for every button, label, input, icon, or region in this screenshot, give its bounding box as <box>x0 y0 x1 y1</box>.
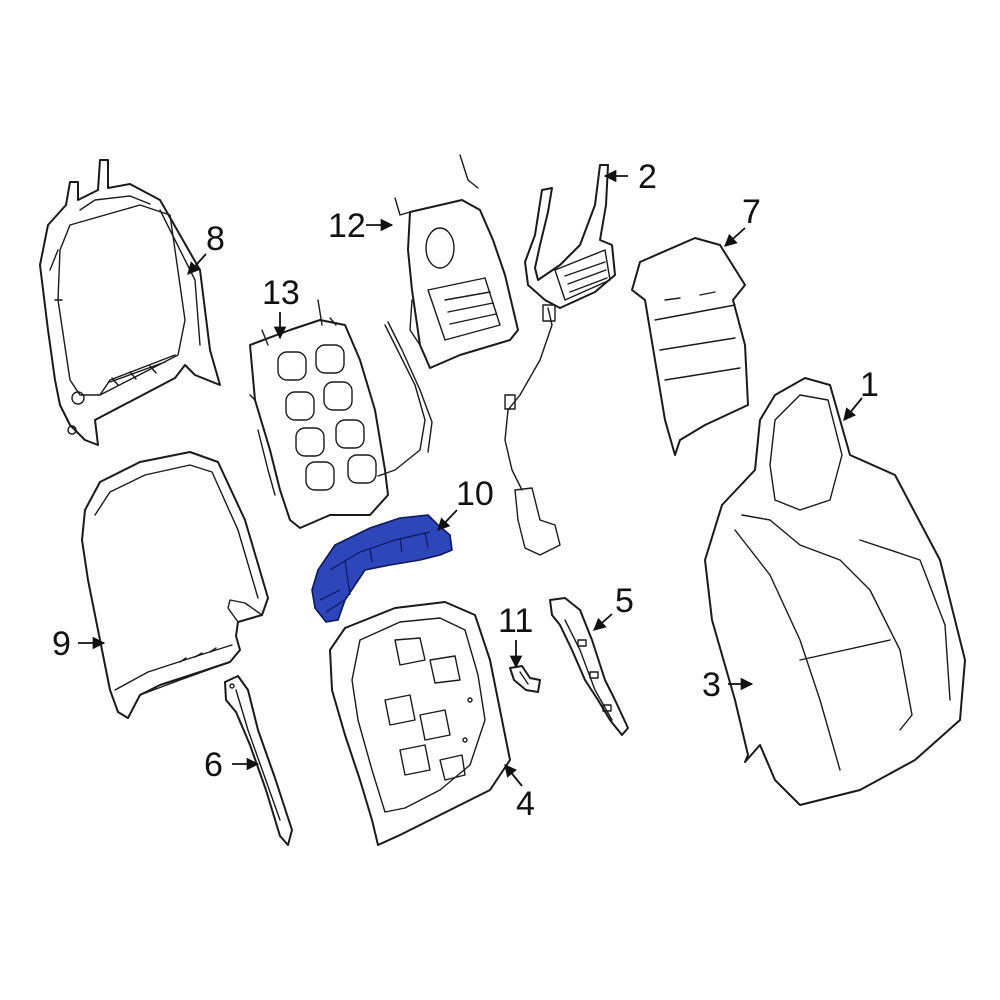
leader-8 <box>187 253 207 275</box>
part-4-seatback-cushion <box>329 601 511 846</box>
leader-1 <box>843 397 863 421</box>
callout-5: 5 <box>615 582 634 620</box>
callout-2: 2 <box>638 158 657 196</box>
part-5-side-bracket <box>549 597 629 736</box>
leader-4 <box>504 764 523 787</box>
part-7-back-pad <box>631 237 749 456</box>
part-12-module-assembly <box>394 154 519 369</box>
callout-6: 6 <box>204 746 223 784</box>
callout-10: 10 <box>456 475 494 513</box>
part-11-clip <box>509 665 541 693</box>
leader-10 <box>437 509 458 531</box>
callout-labels: 1 2 3 4 5 6 7 8 9 10 11 12 13 <box>52 158 879 823</box>
callout-12: 12 <box>328 207 366 245</box>
callout-4: 4 <box>516 785 535 823</box>
callout-leaders <box>78 169 863 787</box>
part-13-lumbar-mat <box>249 299 389 529</box>
callout-11: 11 <box>498 602 533 640</box>
leader-5 <box>593 613 613 631</box>
callout-13: 13 <box>262 274 300 312</box>
lumbar-cable <box>377 324 426 477</box>
part-8-seatback-frame <box>39 159 221 446</box>
callout-9: 9 <box>52 625 71 663</box>
leader-7 <box>724 227 746 247</box>
part-6-side-trim <box>224 675 293 846</box>
part-3-seatback-cover <box>704 377 966 806</box>
callout-3: 3 <box>702 666 721 704</box>
part-10-highlighted-bracket <box>311 514 453 623</box>
callout-7: 7 <box>742 193 761 231</box>
part-9-seatback-panel <box>81 451 269 719</box>
callout-8: 8 <box>206 220 225 258</box>
callout-1: 1 <box>860 366 879 404</box>
part-2-headrest-guide <box>504 164 616 556</box>
